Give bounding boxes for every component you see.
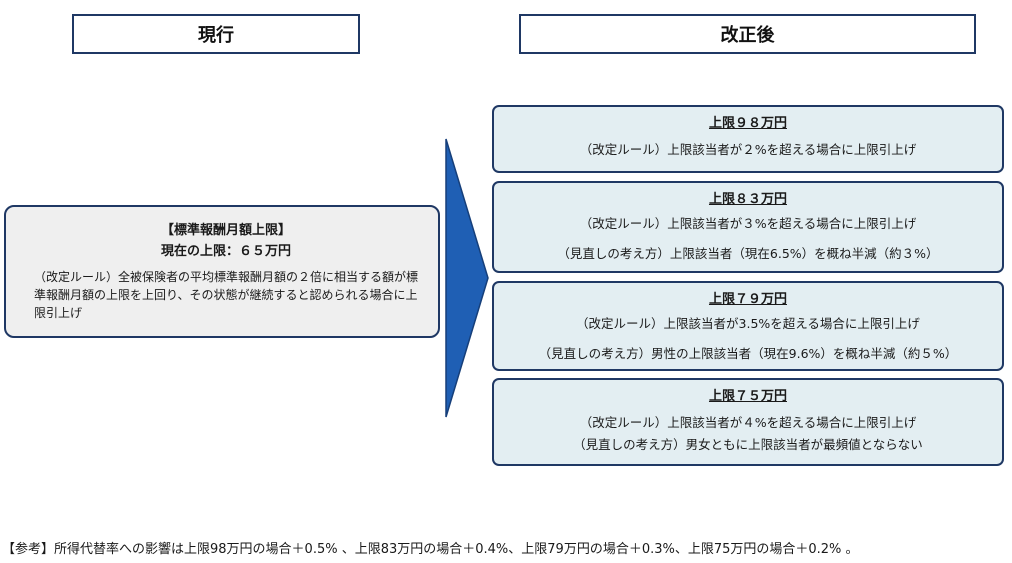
option-title: 上限８３万円 (708, 192, 787, 207)
current-rule-text: （改定ルール）全被保険者の平均標準報酬月額の２倍に相当する額が標準報酬月額の上限… (34, 270, 419, 320)
option-rule: （改定ルール）上限該当者が２%を超える場合に上限引上げ (579, 142, 917, 157)
option-title: 上限７５万円 (708, 389, 787, 404)
option-review: （見直しの考え方）男性の上限該当者（現在9.6%）を概ね半減（約５%） (538, 346, 958, 361)
option-box-79: 上限７９万円 （改定ルール）上限該当者が3.5%を超える場合に上限引上げ （見直… (492, 281, 1004, 371)
option-rule: （改定ルール）上限該当者が３%を超える場合に上限引上げ (579, 216, 917, 231)
option-title: 上限７９万円 (708, 292, 787, 307)
option-box-83: 上限８３万円 （改定ルール）上限該当者が３%を超える場合に上限引上げ （見直しの… (492, 181, 1004, 273)
option-box-75: 上限７５万円 （改定ルール）上限該当者が４%を超える場合に上限引上げ （見直しの… (492, 378, 1004, 466)
transition-arrow (445, 138, 489, 418)
header-current: 現行 (72, 14, 360, 54)
current-limit-box: 【標準報酬月額上限】 現在の上限：６５万円 （改定ルール）全被保険者の平均標準報… (4, 205, 440, 338)
current-limit-value: 現在の上限：６５万円 (160, 244, 291, 259)
reference-footnote: 【参考】所得代替率への影響は上限98万円の場合＋0.5% 、上限83万円の場合＋… (2, 542, 859, 557)
option-title: 上限９８万円 (708, 116, 787, 131)
option-review: （見直しの考え方）男女ともに上限該当者が最頻値とならない (573, 437, 923, 452)
header-revised: 改正後 (519, 14, 976, 54)
current-title: 【標準報酬月額上限】 (160, 223, 291, 238)
header-revised-label: 改正後 (720, 25, 775, 46)
option-review: （見直しの考え方）上限該当者（現在6.5%）を概ね半減（約３%） (557, 246, 939, 261)
option-rule: （改定ルール）上限該当者が3.5%を超える場合に上限引上げ (576, 316, 920, 331)
header-current-label: 現行 (198, 25, 234, 46)
option-rule: （改定ルール）上限該当者が４%を超える場合に上限引上げ (579, 415, 917, 430)
option-box-98: 上限９８万円 （改定ルール）上限該当者が２%を超える場合に上限引上げ (492, 105, 1004, 173)
